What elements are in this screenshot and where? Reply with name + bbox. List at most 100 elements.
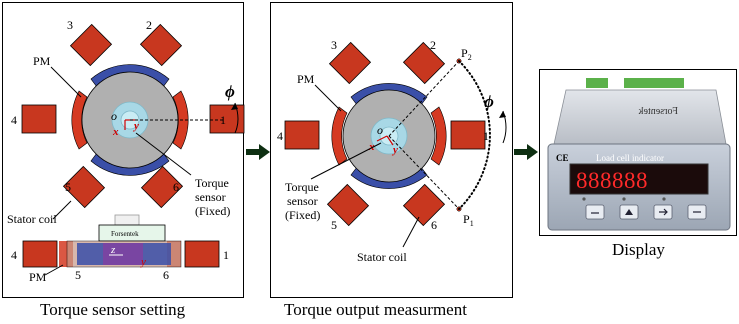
coil-number-2: 2 bbox=[146, 18, 152, 32]
side-sensor-brand: Forsentek bbox=[111, 230, 139, 238]
torque-sensor-leader-line-2 bbox=[310, 142, 382, 180]
dashed-line-p2 bbox=[388, 60, 460, 137]
status-led-1 bbox=[582, 197, 586, 201]
torque-sensor-label-line2: sensor bbox=[195, 190, 226, 204]
rotation-arrowhead-2 bbox=[499, 111, 506, 118]
device-label-mirrored: Forsentek bbox=[639, 106, 678, 117]
axis-x-label-2: x bbox=[368, 141, 375, 153]
torque-sensor-label2-line2: sensor bbox=[287, 194, 318, 208]
stator-coil-4 bbox=[21, 104, 57, 134]
display-panel: Forsentek CE Load cell indicator 888888 bbox=[539, 69, 737, 236]
coil-number-5: 5 bbox=[65, 180, 71, 194]
side-coil-left bbox=[22, 240, 58, 268]
axis-o-label-2: o bbox=[377, 123, 383, 137]
coil2-number-1: 1 bbox=[483, 129, 489, 143]
permanent-magnets-2 bbox=[331, 83, 447, 189]
axis-x-label: x bbox=[112, 126, 119, 138]
coil2-number-2: 2 bbox=[430, 38, 436, 52]
side-number-5: 5 bbox=[75, 268, 81, 282]
coil-number-6: 6 bbox=[173, 180, 179, 194]
coil-number-3: 3 bbox=[67, 18, 73, 32]
stator-coil-5 bbox=[62, 165, 106, 209]
stator-coil-6 bbox=[140, 165, 184, 209]
torque-sensor-setting-panel: o x y ϕ 1 2 3 4 5 6 PM Torque sensor (Fi… bbox=[2, 2, 245, 298]
load-cell-indicator-device: Forsentek CE Load cell indicator 888888 bbox=[547, 78, 731, 231]
ce-mark: CE bbox=[556, 153, 569, 163]
pm-red-left bbox=[71, 90, 88, 150]
pm-label-2: PM bbox=[297, 72, 315, 86]
stator-coil-1b bbox=[450, 120, 486, 150]
flow-arrow-2 bbox=[514, 144, 538, 160]
pm-leader-line bbox=[50, 66, 82, 98]
torque-sensor-label-line3: (Fixed) bbox=[195, 204, 230, 218]
coil-number-1: 1 bbox=[220, 113, 226, 127]
stator-coil-5b bbox=[326, 183, 370, 227]
button-icon-3 bbox=[659, 208, 668, 216]
panel2-caption: Torque output measurment bbox=[284, 300, 467, 319]
stator-coil-6b bbox=[402, 183, 446, 227]
side-axis-z-label: z bbox=[110, 244, 116, 256]
stator-coil-1 bbox=[209, 104, 245, 134]
side-view: Forsentek z y 4 1 5 6 PM bbox=[11, 214, 229, 284]
torque-sensor-label2-line3: (Fixed) bbox=[285, 208, 320, 222]
axis-o-label: o bbox=[111, 109, 117, 123]
p1-label: P1 bbox=[463, 212, 474, 228]
flow-arrow-1 bbox=[246, 144, 270, 160]
side-number-6: 6 bbox=[163, 268, 169, 282]
side-number-left: 4 bbox=[11, 248, 17, 262]
torque-sensor-label-line1: Torque bbox=[195, 176, 229, 190]
device-button-1[interactable] bbox=[585, 204, 605, 220]
coil-number-4: 4 bbox=[11, 113, 17, 127]
rotation-arrowhead bbox=[231, 103, 238, 110]
coil2-number-3: 3 bbox=[331, 38, 337, 52]
side-number-right: 1 bbox=[223, 248, 229, 262]
stator-coils-2 bbox=[284, 41, 486, 227]
stator-coil-2b bbox=[402, 41, 446, 85]
phi-symbol-2: ϕ bbox=[484, 92, 494, 111]
coil2-number-6: 6 bbox=[431, 218, 437, 232]
stator-coil-label-2: Stator coil bbox=[357, 250, 407, 264]
stator-coil-leader-line bbox=[52, 200, 72, 220]
torque-sensor-setting-figure: o x y ϕ 1 2 3 4 5 6 PM Torque sensor (Fi… bbox=[7, 18, 245, 284]
led-digits: 888888 bbox=[576, 168, 648, 193]
stator-coils bbox=[21, 23, 245, 209]
coil2-number-4: 4 bbox=[277, 129, 283, 143]
torque-output-panel: o x y ϕ P2 P1 1 2 3 4 5 6 PM Torque sens… bbox=[270, 2, 513, 298]
stator-coil-label: Stator coil bbox=[7, 212, 57, 226]
terminal-block-left bbox=[586, 78, 608, 88]
stator-coil-3b bbox=[328, 41, 372, 85]
side-pm-leader-line bbox=[44, 264, 64, 276]
axis-y-label: y bbox=[132, 120, 139, 132]
side-coil-right bbox=[184, 240, 220, 268]
axis-y-line-2 bbox=[386, 135, 394, 146]
panel1-caption: Torque sensor setting bbox=[40, 300, 186, 319]
side-fixture-tab bbox=[114, 214, 140, 226]
stator-coil-4b bbox=[284, 120, 320, 150]
stator-coil-3 bbox=[69, 23, 113, 67]
dotted-arc bbox=[458, 60, 491, 210]
pm2-red-right bbox=[430, 106, 447, 166]
torque-output-figure: o x y ϕ P2 P1 1 2 3 4 5 6 PM Torque sens… bbox=[277, 38, 507, 264]
stator-coil-leader-line-2 bbox=[402, 216, 420, 248]
status-led-2 bbox=[622, 197, 626, 201]
p2-label: P2 bbox=[461, 46, 472, 62]
axis-y-label-2: y bbox=[391, 144, 398, 156]
led-window bbox=[569, 163, 709, 195]
device-title: Load cell indicator bbox=[596, 153, 664, 163]
stator-coil-2 bbox=[139, 23, 183, 67]
side-axis-y-label: y bbox=[140, 256, 146, 268]
pm-label: PM bbox=[33, 54, 51, 68]
phi-symbol: ϕ bbox=[225, 82, 235, 101]
coil2-number-5: 5 bbox=[331, 218, 337, 232]
torque-sensor-label2-line1: Torque bbox=[285, 180, 319, 194]
panel3-caption: Display bbox=[612, 240, 665, 259]
pm-leader-line-2 bbox=[314, 84, 342, 112]
side-pm-label: PM bbox=[29, 270, 47, 284]
button-icon-2 bbox=[625, 209, 633, 215]
torque-sensor-leader-line bbox=[135, 132, 192, 176]
axis-x-line-2 bbox=[376, 135, 388, 142]
side-sensor-shaft bbox=[103, 243, 143, 265]
terminal-block-right bbox=[624, 78, 684, 88]
device-body bbox=[553, 89, 727, 145]
status-led-3 bbox=[662, 197, 666, 201]
